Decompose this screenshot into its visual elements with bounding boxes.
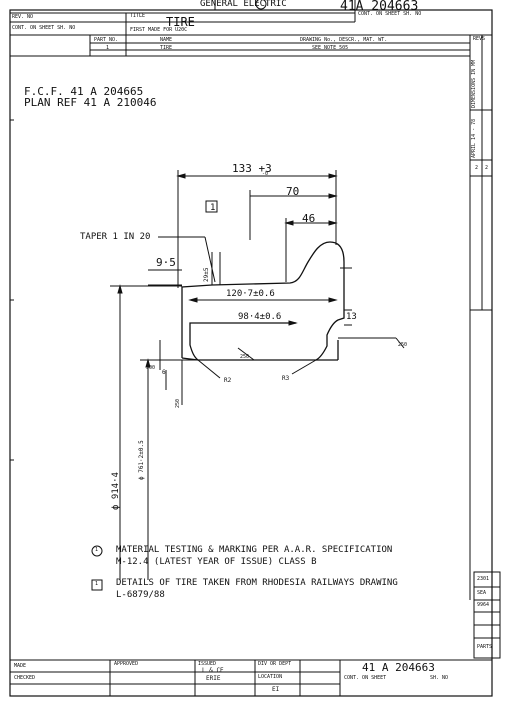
cont-on-sheet-top: CONT. ON SHEET SH. NO bbox=[358, 11, 422, 17]
rev-no-label: REV. NO bbox=[12, 14, 34, 20]
drawing-border bbox=[9, 9, 493, 697]
note1-marker: 1 bbox=[95, 547, 99, 553]
rev-mark: 2 bbox=[485, 165, 489, 171]
side-3: 9964 bbox=[477, 602, 490, 608]
surface-250-a: 250 bbox=[240, 354, 250, 360]
issued-value-2: ERIE bbox=[206, 675, 221, 682]
plan-ref: PLAN REF 41 A 210046 bbox=[24, 96, 157, 109]
ge-monogram-icon bbox=[255, 0, 267, 10]
dim-98-4: 98·4±0.6 bbox=[238, 312, 282, 322]
row-part-no: 1 bbox=[106, 45, 110, 51]
dim-133-tol: -0 bbox=[262, 171, 269, 177]
made-label: MADE bbox=[14, 663, 27, 669]
row-name: TIRE bbox=[160, 45, 173, 51]
dim-70: 70 bbox=[286, 185, 300, 198]
doc-number-bottom: 41 A 204663 bbox=[362, 661, 435, 674]
dia-914: ϕ 914·4 bbox=[111, 472, 121, 510]
fcf-ref: F.C.F. 41 A 204665 bbox=[24, 85, 144, 98]
side-4: PARTS bbox=[477, 644, 493, 650]
dim-133: 133 +3 bbox=[232, 162, 272, 175]
cont-on-sheet-bottom: CONT. ON SHEET bbox=[344, 675, 387, 681]
taper-note: TAPER 1 IN 20 bbox=[80, 232, 151, 242]
part-no-label: PART NO. bbox=[94, 37, 119, 43]
side-1: 2301 bbox=[477, 576, 490, 582]
rev-date: APRIL 14 - 78 bbox=[471, 118, 477, 158]
title-label: TITLE bbox=[130, 13, 146, 19]
dim-500: 500 bbox=[146, 365, 156, 371]
drawing-no-label: DRAWING No., DESCR., MAT. WT. bbox=[300, 37, 388, 43]
doc-number-top: 41A 204663 bbox=[340, 0, 419, 14]
rev-initials: 2 bbox=[475, 165, 479, 171]
dim-29: 29±5 bbox=[203, 267, 210, 282]
dim-46: 46 bbox=[302, 212, 316, 225]
note1-text: MATERIAL TESTING & MARKING PER A.A.R. SP… bbox=[116, 545, 393, 555]
radius-r3: R3 bbox=[282, 375, 290, 382]
dim-13: 13 bbox=[346, 312, 357, 322]
location-label: LOCATION bbox=[258, 674, 283, 680]
surface-250-b: 250 bbox=[398, 342, 408, 348]
dim-9-5: 9·5 bbox=[156, 256, 176, 269]
first-made-for: FIRST MADE FOR U20C bbox=[130, 27, 188, 33]
dim-120-7: 120·7±0.6 bbox=[226, 289, 275, 299]
note1-text-line2: M-12.4 (LATEST YEAR OF ISSUE) CLASS B bbox=[116, 557, 317, 567]
note2-text-line2: L-6879/88 bbox=[116, 590, 165, 600]
row-drawing: SEE NOTE 505 bbox=[312, 45, 349, 51]
sh-no-bottom: SH. NO bbox=[430, 675, 449, 681]
surface-250-c: 250 bbox=[175, 398, 181, 408]
company-name: GENERAL ELECTRIC bbox=[200, 0, 287, 9]
rev-code: EI bbox=[272, 686, 280, 693]
flag-marker: 1 bbox=[210, 203, 216, 213]
dept-label: DIV OR DEPT bbox=[258, 661, 292, 667]
checked-label: CHECKED bbox=[14, 675, 36, 681]
dimensions-in-mm: DIMENSIONS IN MM bbox=[471, 59, 477, 108]
issued-value: L & CE bbox=[202, 667, 224, 674]
note2-text: DETAILS OF TIRE TAKEN FROM RHODESIA RAIL… bbox=[116, 578, 398, 588]
dim-6: 6 bbox=[162, 369, 166, 376]
side-2: SEA bbox=[477, 590, 487, 596]
title-value: TIRE bbox=[166, 15, 195, 29]
approved-label: APPROVED bbox=[114, 661, 139, 667]
cont-on-sheet-sh-no-label: CONT. ON SHEET SH. NO bbox=[12, 25, 76, 31]
dia-761: ϕ 761·2±0.5 bbox=[138, 440, 145, 480]
note2-marker: 1 bbox=[95, 581, 99, 587]
name-label: NAME bbox=[160, 37, 173, 43]
radius-r2: R2 bbox=[224, 377, 232, 384]
tire-profile bbox=[181, 241, 345, 361]
issued-label: ISSUED bbox=[198, 661, 217, 667]
revs-label: REVS bbox=[473, 36, 486, 42]
